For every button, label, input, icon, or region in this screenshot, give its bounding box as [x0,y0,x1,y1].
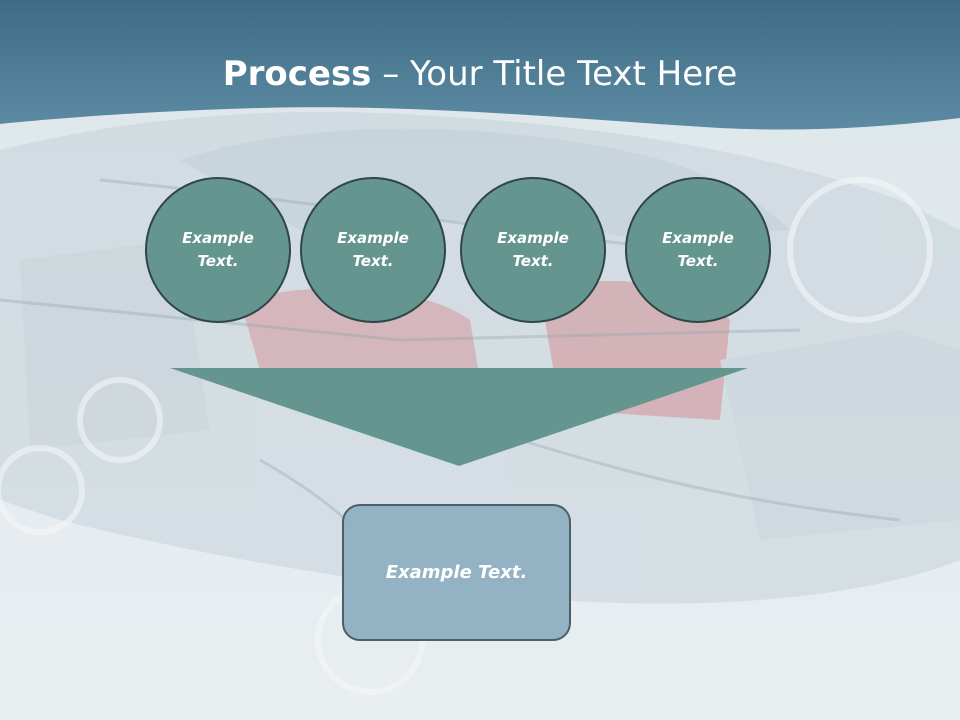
step-label: Example Text. [497,229,569,270]
step-circle-1[interactable]: Example Text. [145,177,291,323]
step-label: Example Text. [662,229,734,270]
result-box[interactable]: Example Text. [342,504,571,641]
step-label: Example Text. [182,229,254,270]
slide-title: Process – Your Title Text Here [0,52,960,96]
title-rest: – Your Title Text Here [371,54,738,94]
step-circle-3[interactable]: Example Text. [460,177,606,323]
step-label: Example Text. [337,229,409,270]
title-bold: Process [222,54,372,94]
result-label: Example Text. [385,562,528,583]
funnel-arrow [170,368,748,466]
step-circle-2[interactable]: Example Text. [300,177,446,323]
step-circle-4[interactable]: Example Text. [625,177,771,323]
